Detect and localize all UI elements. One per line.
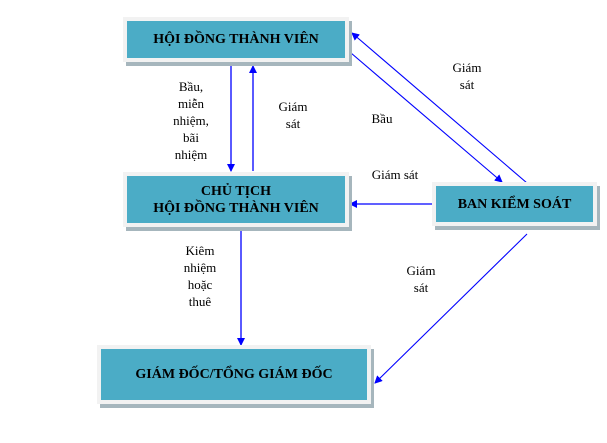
edge-label-kiem-nhiem: Kiêm nhiệm hoặc thuê: [175, 242, 225, 310]
arrow-ban-kiem-soat-to-hdtv: [351, 32, 528, 184]
arrow-ban-kiem-soat-to-giam-doc: [374, 233, 528, 384]
label-line: miễn: [178, 96, 204, 111]
label-line: Giám: [278, 99, 308, 114]
label-line: Giám: [452, 60, 482, 75]
label-line: Bầu,: [178, 79, 204, 94]
label-line: sát: [413, 280, 429, 295]
label-line: sát: [285, 116, 301, 131]
label-line: Giám: [406, 263, 436, 278]
label-line: nhiệm,: [173, 113, 209, 128]
node-hoi-dong-thanh-vien: HỘI ĐỒNG THÀNH VIÊN: [123, 17, 349, 62]
label-line: nhiệm: [174, 147, 208, 162]
node-ban-kiem-soat: BAN KIỂM SOÁT: [432, 182, 597, 226]
node-label: BAN KIỂM SOÁT: [457, 196, 572, 212]
node-chu-tich-hdtv: CHỦ TỊCH HỘI ĐỒNG THÀNH VIÊN: [123, 172, 349, 227]
label-line: Kiêm: [185, 243, 215, 258]
node-label-line-1: CHỦ TỊCH: [200, 183, 272, 199]
arrow-hdtv-to-ban-kiem-soat: [350, 52, 503, 183]
edge-label-giam-sat-hdtv: Giám sát: [270, 98, 316, 132]
label-line: sát: [459, 77, 475, 92]
edge-label-bau-bks: Bầu: [362, 110, 402, 127]
label-line: hoặc: [187, 277, 213, 292]
node-label: HỘI ĐỒNG THÀNH VIÊN: [153, 32, 319, 47]
label-line: bãi: [183, 130, 199, 145]
label-line: Giám sát: [371, 167, 419, 182]
label-line: nhiệm: [183, 260, 217, 275]
label-line: thuê: [188, 294, 212, 309]
node-label: GIÁM ĐỐC/TỔNG GIÁM ĐỐC: [135, 367, 333, 382]
edge-label-giam-sat-gd: Giám sát: [398, 262, 444, 296]
edge-label-giam-sat-bks-hdtv: Giám sát: [444, 59, 490, 93]
node-giam-doc: GIÁM ĐỐC/TỔNG GIÁM ĐỐC: [97, 345, 371, 404]
edge-label-giam-sat-chu-tich: Giám sát: [362, 166, 428, 183]
node-label-line-2: HỘI ĐỒNG THÀNH VIÊN: [153, 200, 319, 216]
label-line: Bầu: [371, 111, 393, 126]
edge-label-bau-mien-nhiem: Bầu, miễn nhiệm, bãi nhiệm: [166, 78, 216, 163]
